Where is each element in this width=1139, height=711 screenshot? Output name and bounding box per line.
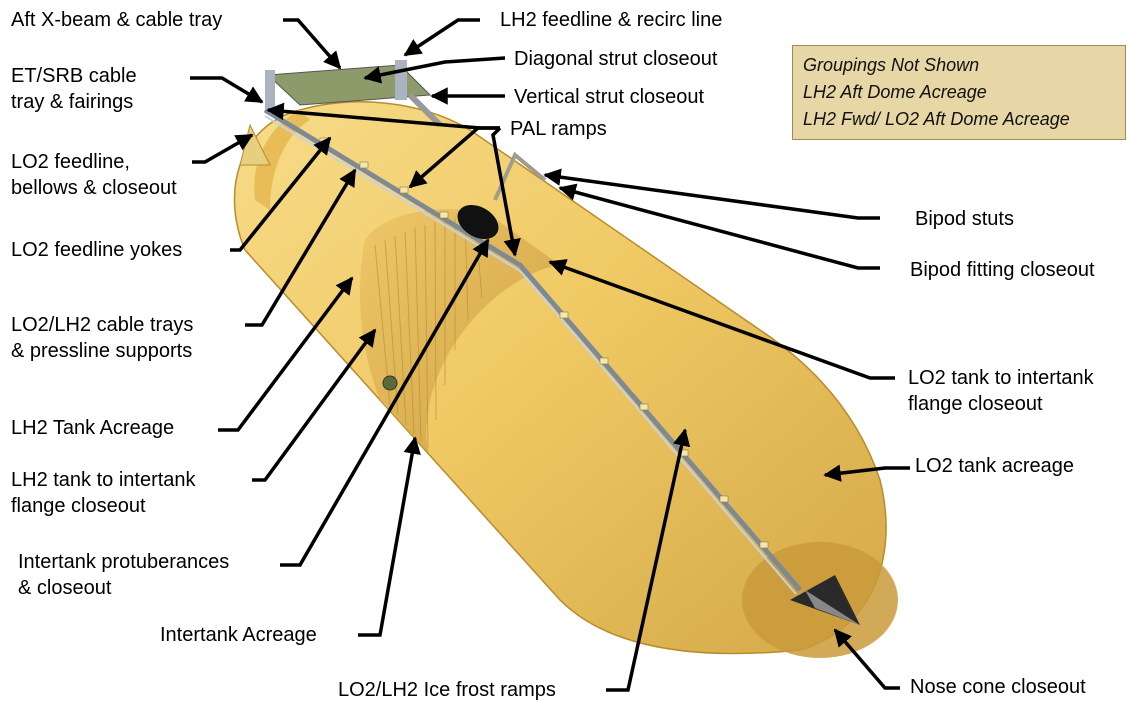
arrow-lh2-feedline xyxy=(405,20,480,55)
label-lh2-feedline: LH2 feedline & recirc line xyxy=(500,7,722,33)
label-lo2-intertank-1: LO2 tank to intertank xyxy=(908,365,1094,391)
intertank-protuberance xyxy=(383,376,397,390)
label-intertank-acreage: Intertank Acreage xyxy=(160,622,317,648)
label-diagonal-strut: Diagonal strut closeout xyxy=(514,46,717,72)
label-lo2-feedline-1: LO2 feedline, xyxy=(11,149,130,175)
legend-line-3: LH2 Fwd/ LO2 Aft Dome Acreage xyxy=(803,106,1115,133)
arrow-aft-xbeam xyxy=(283,20,340,68)
label-cable-trays-2: & pressline supports xyxy=(11,338,192,364)
arrow-et-srb xyxy=(190,78,262,102)
label-protuberances-1: Intertank protuberances xyxy=(18,549,229,575)
label-cable-trays-1: LO2/LH2 cable trays xyxy=(11,312,193,338)
label-lo2-intertank-2: flange closeout xyxy=(908,391,1043,417)
legend-line-2: LH2 Aft Dome Acreage xyxy=(803,79,1115,106)
arrow-lh2-intertank xyxy=(252,330,375,480)
label-bipod-struts: Bipod stuts xyxy=(915,206,1014,232)
label-et-srb-2: tray & fairings xyxy=(11,89,133,115)
groupings-legend: Groupings Not Shown LH2 Aft Dome Acreage… xyxy=(792,45,1126,140)
label-nose-cone: Nose cone closeout xyxy=(910,674,1086,700)
label-pal-ramps: PAL ramps xyxy=(510,116,607,142)
label-bipod-fitting: Bipod fitting closeout xyxy=(910,257,1095,283)
label-lh2-intertank-1: LH2 tank to intertank xyxy=(11,467,196,493)
label-lo2-feedline-2: bellows & closeout xyxy=(11,175,177,201)
arrow-intertank-acreage xyxy=(358,438,415,635)
label-et-srb-1: ET/SRB cable xyxy=(11,63,137,89)
label-lo2-yokes: LO2 feedline yokes xyxy=(11,237,182,263)
legend-line-1: Groupings Not Shown xyxy=(803,52,1115,79)
label-vertical-strut: Vertical strut closeout xyxy=(514,84,704,110)
label-lh2-acreage: LH2 Tank Acreage xyxy=(11,415,174,441)
label-ice-frost: LO2/LH2 Ice frost ramps xyxy=(338,677,556,703)
label-lh2-intertank-2: flange closeout xyxy=(11,493,146,519)
label-lo2-acreage: LO2 tank acreage xyxy=(915,453,1074,479)
label-aft-xbeam: Aft X-beam & cable tray xyxy=(11,7,222,33)
label-protuberances-2: & closeout xyxy=(18,575,111,601)
tank-body xyxy=(234,102,898,658)
